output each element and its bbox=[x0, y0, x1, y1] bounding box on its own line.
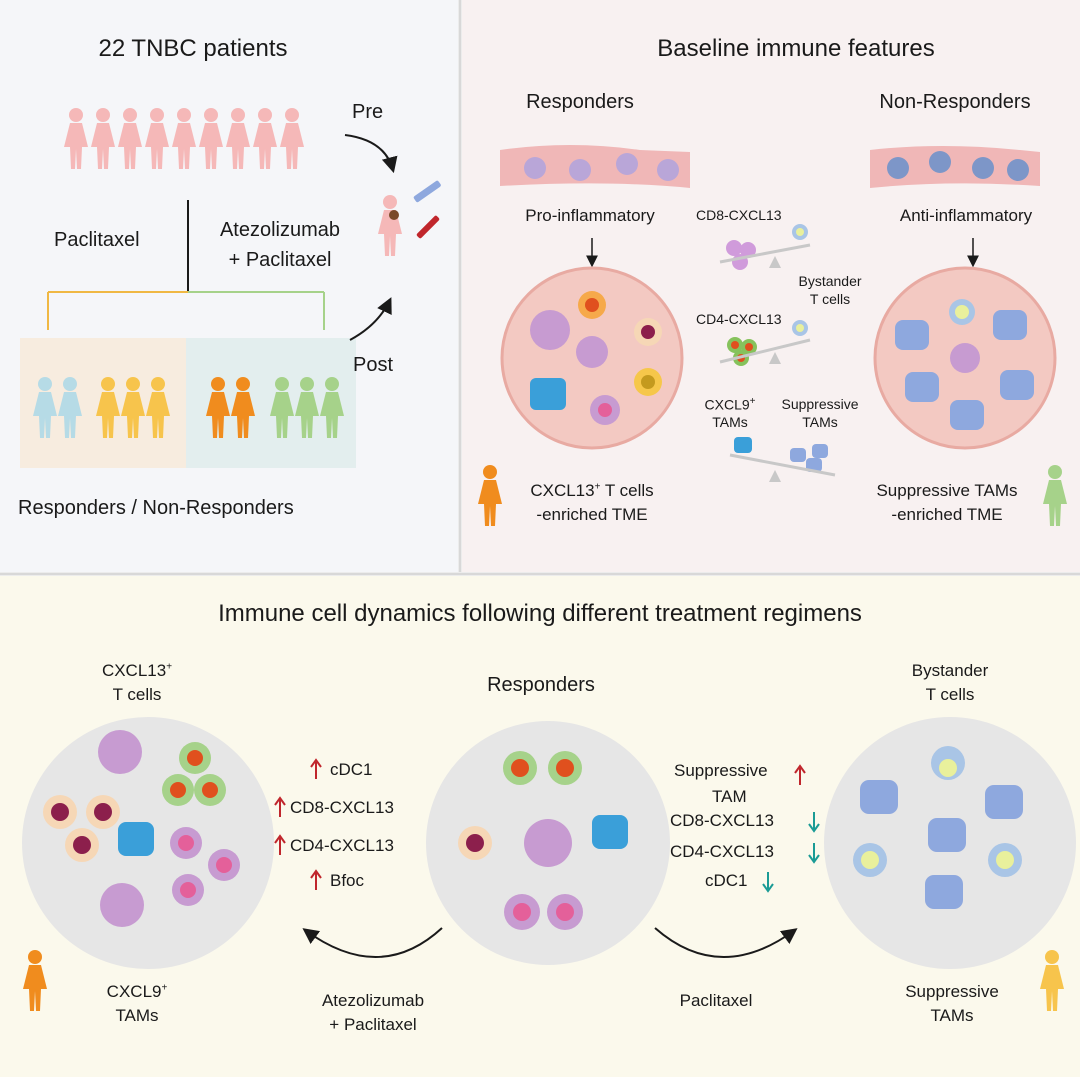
panel-a-background bbox=[0, 0, 458, 572]
anti-inflammatory-label: Anti-inflammatory bbox=[899, 206, 1033, 225]
left-bottom-label-line1: CXCL9+ bbox=[106, 982, 168, 1001]
bystander-label-line1: Bystander bbox=[798, 273, 862, 289]
left-bottom-label-line2: TAMs bbox=[115, 1006, 159, 1025]
up-item-cd8: CD8-CXCL13 bbox=[290, 798, 394, 817]
post-arrow bbox=[349, 297, 392, 341]
atezolizumab-arm-label-line1: Atezolizumab bbox=[219, 219, 341, 241]
suppressive-tams-label-line1: Suppressive bbox=[781, 396, 859, 412]
atezolizumab-arrow-label-line2: + Paclitaxel bbox=[329, 1015, 417, 1034]
bystander-label-line2: T cells bbox=[809, 291, 851, 307]
cd8-balance-icon bbox=[719, 224, 811, 270]
cxcl9-tams-label-line2: TAMs bbox=[712, 414, 748, 430]
center-responders-title: Responders bbox=[487, 674, 595, 696]
down-item-suppressive: Suppressive bbox=[674, 761, 768, 780]
non-responder-tme-caption-line1: Suppressive TAMs bbox=[876, 481, 1018, 500]
post-label: Post bbox=[353, 354, 394, 376]
responders-caption: Responders / Non-Responders bbox=[18, 497, 294, 519]
up-item-cd4: CD4-CXCL13 bbox=[290, 836, 394, 855]
panel-c-title: Immune cell dynamics following different… bbox=[218, 600, 862, 627]
right-top-label-line2: T cells bbox=[925, 685, 975, 704]
non-responder-vessel-cells bbox=[887, 151, 1029, 181]
pro-inflammatory-label: Pro-inflammatory bbox=[525, 206, 655, 225]
cd4-cxcl13-label: CD4-CXCL13 bbox=[696, 311, 782, 327]
tam-balance-icon bbox=[729, 437, 836, 482]
paclitaxel-outcome-circle bbox=[824, 717, 1076, 969]
responder-tme-caption-line2: -enriched TME bbox=[536, 505, 648, 524]
biopsy-patient-icon bbox=[378, 180, 441, 256]
responder-tumor-icon bbox=[500, 266, 684, 450]
paclitaxel-arrow bbox=[654, 927, 798, 958]
cd4-balance-icon bbox=[719, 320, 811, 366]
pre-label: Pre bbox=[352, 101, 384, 123]
cxcl9-tams-label-line1: CXCL9+ bbox=[704, 396, 756, 413]
down-item-cdc1: cDC1 bbox=[705, 871, 748, 890]
responder-vessel bbox=[500, 145, 690, 188]
non-responder-tme-caption-line2: -enriched TME bbox=[891, 505, 1003, 524]
paclitaxel-arrow-label: Paclitaxel bbox=[679, 991, 753, 1010]
panel-b-title: Baseline immune features bbox=[657, 35, 935, 62]
up-item-cdc1: cDC1 bbox=[330, 760, 373, 779]
responders-heading: Responders bbox=[526, 91, 634, 113]
down-item-cd8: CD8-CXCL13 bbox=[670, 811, 774, 830]
atezolizumab-outcome-circle bbox=[22, 717, 274, 969]
up-item-bfoc: Bfoc bbox=[330, 871, 365, 890]
down-item-cd4: CD4-CXCL13 bbox=[670, 842, 774, 861]
atezolizumab-arm-label-line2: + Paclitaxel bbox=[228, 249, 332, 271]
non-responders-heading: Non-Responders bbox=[879, 91, 1031, 113]
suppressive-tams-label-line2: TAMs bbox=[802, 414, 838, 430]
pre-arrow bbox=[344, 134, 398, 174]
down-item-tam: TAM bbox=[712, 787, 747, 806]
atezolizumab-arrow-label-line1: Atezolizumab bbox=[321, 991, 425, 1010]
responders-center-circle bbox=[426, 721, 670, 965]
panel-a-title: 22 TNBC patients bbox=[98, 35, 288, 62]
right-top-label-line1: Bystander bbox=[911, 661, 989, 680]
left-top-label-line2: T cells bbox=[112, 685, 162, 704]
right-bottom-label-line1: Suppressive bbox=[905, 982, 999, 1001]
responder-tme-caption-line1: CXCL13+ T cells bbox=[530, 481, 654, 500]
treatment-tree bbox=[47, 200, 325, 330]
responder-vessel-cells bbox=[524, 153, 679, 181]
left-top-label-line1: CXCL13+ bbox=[101, 661, 173, 680]
non-responder-vessel bbox=[870, 146, 1040, 188]
right-bottom-label-line2: TAMs bbox=[930, 1006, 974, 1025]
down-arrow-icon bbox=[762, 812, 820, 893]
cd8-cxcl13-label: CD8-CXCL13 bbox=[696, 207, 782, 223]
non-responder-tumor-icon bbox=[873, 266, 1057, 450]
paclitaxel-arm-label: Paclitaxel bbox=[54, 229, 140, 251]
up-arrow-icon bbox=[274, 758, 806, 890]
atezolizumab-arrow bbox=[302, 927, 443, 958]
